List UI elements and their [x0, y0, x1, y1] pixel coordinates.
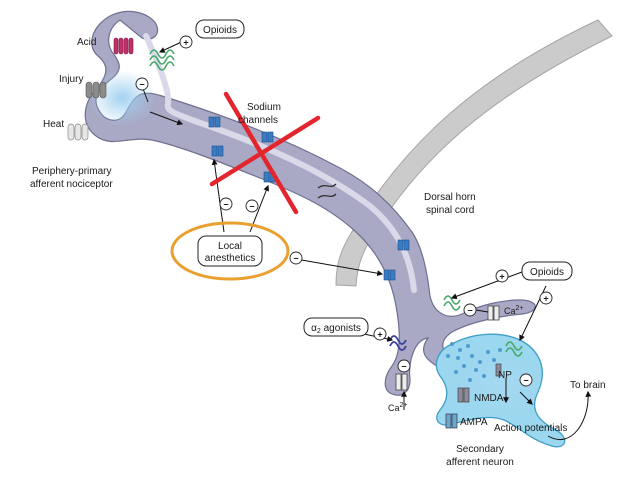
spinal-cord-band	[335, 19, 613, 287]
minus-sign-presynaptic-ca: −	[467, 306, 472, 316]
opioids-box-top	[195, 19, 245, 39]
primary-afferent-inner	[143, 33, 417, 293]
injury-receptor	[85, 81, 107, 99]
sodium-channels	[208, 116, 410, 281]
ampa-receptor	[445, 413, 458, 429]
opioid-receptor-presynaptic	[443, 295, 461, 311]
sign-circles	[135, 35, 553, 387]
opioid-receptor-postsynaptic	[505, 341, 523, 357]
secondary-neuron-label-line2: afferent neuron	[446, 457, 514, 468]
secondary-glow	[458, 352, 542, 416]
acid-receptor	[113, 37, 134, 55]
plus-sign-opioids-top: +	[183, 38, 188, 48]
heat-receptor	[67, 123, 89, 141]
to-brain-label: To brain	[570, 380, 606, 391]
calcium-channel-left	[395, 373, 408, 391]
opioids-box-right	[521, 261, 573, 281]
minus-sign-anesthetic-line: −	[293, 254, 298, 264]
calcium-channel-right	[487, 305, 500, 321]
injury-label: Injury	[59, 74, 83, 85]
secondary-neuron-label-line1: Secondary	[456, 444, 504, 455]
np-label: NP	[498, 370, 512, 381]
sodium-channel-block-x	[209, 91, 321, 215]
plus-sign-alpha2: +	[377, 330, 382, 340]
minus-sign-postsynaptic: −	[523, 376, 528, 386]
nmda-receptor	[457, 387, 470, 403]
minus-sign-sodium-b: −	[249, 202, 254, 212]
plus-sign-opioids-right-b: +	[543, 294, 548, 304]
opioids-top-label: Opioids	[203, 25, 237, 36]
axon-break-mark	[317, 183, 337, 199]
minus-sign-alpha2-ca: −	[401, 362, 406, 372]
local-anesthetics-box	[197, 235, 263, 267]
dorsal-horn-label-line2: spinal cord	[426, 205, 474, 216]
ampa-label: AMPA	[460, 417, 488, 428]
heat-label: Heat	[43, 119, 64, 130]
neurotransmitter-vesicles	[446, 342, 502, 382]
alpha2-box	[303, 317, 369, 337]
calcium-label-left: Ca2+	[388, 402, 408, 413]
sodium-channels-label-line1: Sodium	[247, 102, 281, 113]
minus-sign-periphery: −	[139, 80, 144, 90]
opioids-right-label: Opioids	[530, 267, 564, 278]
local-anesthetics-label-line1: Local	[218, 241, 242, 252]
plus-sign-opioids-right-a: +	[499, 272, 504, 282]
local-anesthetics-highlight	[170, 221, 290, 281]
periphery-label-line2: afferent nociceptor	[30, 179, 113, 190]
opioid-receptor-peripheral	[149, 49, 175, 71]
dorsal-horn-label-line1: Dorsal horn	[424, 192, 476, 203]
sodium-channels-label-line2: channels	[238, 115, 278, 126]
acid-label: Acid	[77, 37, 96, 48]
action-potentials-label: Action potentials	[494, 423, 567, 434]
alpha2-agonists-label: α2 agonists	[311, 323, 361, 335]
local-anesthetics-label-line2: anesthetics	[205, 253, 256, 264]
nmda-label: NMDA	[474, 393, 504, 404]
calcium-label-right: Ca2+	[504, 305, 524, 316]
periphery-glow	[88, 70, 156, 126]
minus-sign-sodium-a: −	[223, 200, 228, 210]
periphery-label-line1: Periphery-primary	[32, 166, 111, 177]
np-receptor	[495, 363, 502, 377]
